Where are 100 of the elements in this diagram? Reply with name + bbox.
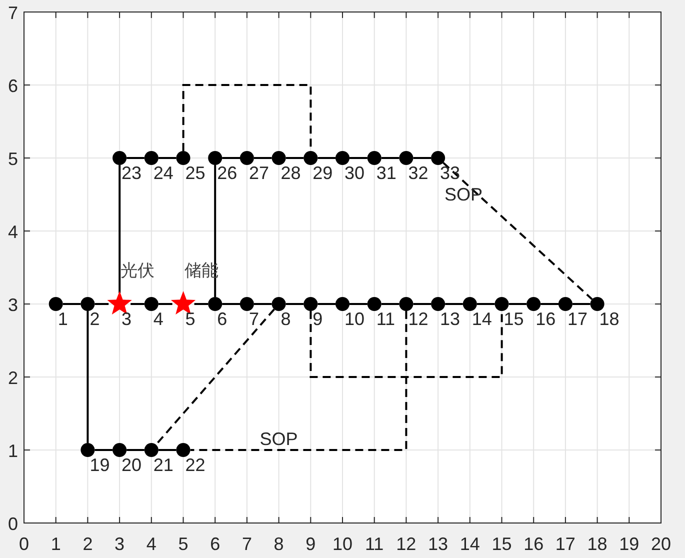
bus-dot	[272, 297, 286, 311]
tie-line	[182, 84, 312, 151]
feeder-line	[86, 311, 89, 443]
bus-dot	[176, 443, 190, 457]
bus-number: 4	[153, 309, 164, 329]
bus-dot	[272, 151, 286, 165]
bus-number: 23	[122, 163, 142, 183]
device-label: 光伏	[120, 261, 155, 280]
feeder-line	[254, 157, 272, 159]
feeder-line	[413, 157, 432, 159]
feeder-line	[445, 303, 463, 305]
bus-dot	[240, 151, 254, 165]
feeder-line	[413, 303, 432, 305]
axis-tick-label: 0	[8, 514, 18, 534]
tie-line	[190, 311, 408, 451]
axis-tick-label: 7	[242, 534, 252, 554]
bus-dot	[431, 151, 446, 165]
bus-number: 15	[504, 309, 524, 329]
bus-number: 3	[122, 309, 132, 329]
feeder-line	[350, 303, 368, 305]
feeder-line	[508, 303, 527, 305]
axis-tick-label: 18	[587, 534, 608, 554]
bus-dot	[304, 297, 318, 311]
feeder-line	[476, 303, 495, 305]
axis-tick-label: 13	[428, 534, 448, 554]
bus-number: 18	[599, 309, 620, 329]
feeder-line	[286, 157, 304, 159]
bus-number: 27	[248, 163, 269, 183]
bus-number: 6	[217, 309, 228, 329]
feeder-line	[254, 303, 272, 305]
bus-number: 33	[440, 163, 460, 183]
bus-dot	[112, 151, 127, 165]
feeder-line	[118, 165, 121, 293]
feeder-line	[94, 303, 109, 305]
bus-dot	[336, 151, 350, 165]
feeder-line	[158, 157, 176, 159]
tie-line	[442, 162, 593, 300]
bus-dot	[208, 297, 222, 311]
axis-tick-label: 4	[8, 222, 18, 242]
axis-tick-label: 20	[650, 534, 672, 554]
axis-tick-label: 11	[365, 534, 384, 554]
bus-number: 26	[217, 163, 238, 183]
feeder-line	[381, 157, 400, 159]
bus-number: 2	[90, 309, 100, 329]
feeder-line	[94, 449, 113, 451]
bus-dot	[48, 297, 63, 311]
feeder-line	[540, 303, 558, 305]
axis-tick-label: 9	[306, 534, 316, 554]
edge-label: SOP	[260, 429, 298, 450]
bus-number: 28	[280, 163, 301, 183]
axis-tick-label: 1	[8, 441, 18, 461]
axis-tick-label: 0	[19, 534, 29, 554]
axis-tick-label: 6	[8, 76, 18, 96]
bus-dot	[399, 151, 414, 165]
feeder-line	[318, 303, 336, 305]
tie-line	[155, 308, 275, 446]
bus-dot	[367, 151, 382, 165]
bus-dot	[240, 297, 254, 311]
edge-label: SOP	[444, 184, 483, 204]
axis-tick-label: 3	[114, 534, 125, 554]
bus-dot	[80, 443, 95, 457]
feeder-line	[286, 303, 304, 305]
feeder-line	[62, 303, 81, 305]
axis-tick-label: 12	[396, 534, 416, 554]
bus-dot	[590, 297, 604, 311]
bus-dot	[367, 297, 382, 311]
axis-tick-label: 6	[210, 534, 220, 554]
bus-number: 24	[153, 163, 174, 183]
bus-number: 30	[344, 163, 365, 183]
bus-number: 1	[58, 309, 68, 329]
axis-tick-label: 4	[146, 534, 156, 554]
feeder-line	[158, 303, 172, 305]
axis-tick-label: 16	[524, 534, 544, 554]
bus-number: 11	[376, 309, 396, 329]
bus-dot	[144, 297, 158, 311]
bus-number: 10	[344, 309, 365, 329]
bus-number: 8	[280, 309, 291, 329]
bus-number: 17	[567, 309, 588, 329]
star-marker	[170, 291, 196, 314]
feeder-line	[222, 157, 240, 159]
feeder-line	[194, 303, 208, 305]
bus-number: 31	[376, 163, 396, 183]
feeder-line	[126, 449, 144, 451]
axis-tick-label: 5	[8, 149, 18, 169]
bus-dot	[462, 297, 477, 311]
bus-dot	[304, 151, 318, 165]
bus-dot	[144, 151, 158, 165]
bus-dot	[336, 297, 350, 311]
bus-number: 29	[312, 163, 333, 183]
axis-tick-label: 10	[332, 534, 353, 554]
bus-number: 9	[312, 309, 323, 329]
bus-number: 7	[248, 309, 259, 329]
axis-tick-label: 2	[82, 534, 93, 554]
bus-number: 21	[153, 455, 174, 475]
feeder-line	[126, 157, 144, 159]
axis-tick-label: 17	[555, 534, 576, 554]
axis-tick-label: 3	[8, 295, 18, 315]
axis-tick-label: 1	[50, 534, 61, 554]
tie-line	[310, 311, 503, 378]
feeder-line	[158, 449, 176, 451]
